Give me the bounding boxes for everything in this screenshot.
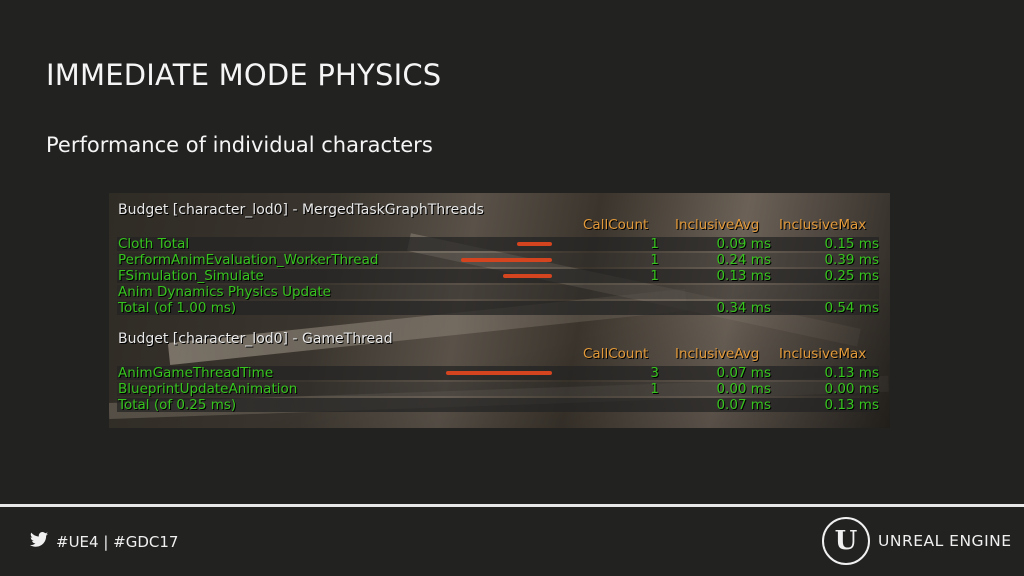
row-avg: 0.24 ms xyxy=(716,252,771,268)
timing-bar xyxy=(445,371,552,375)
row-callcount: 1 xyxy=(650,268,659,284)
brand-name: UNREAL ENGINE xyxy=(878,532,1012,550)
row-name: BlueprintUpdateAnimation xyxy=(118,381,298,397)
panel1-col-callcount: CallCount xyxy=(583,217,649,233)
unreal-logo-icon: U xyxy=(822,517,870,565)
panel2-header: Budget [character_lod0] - GameThread xyxy=(118,331,393,347)
panel2-col-inclusiveavg: InclusiveAvg xyxy=(675,346,760,362)
footer-divider xyxy=(0,504,1024,507)
row-max: 0.54 ms xyxy=(824,300,879,316)
twitter-bird-icon xyxy=(30,532,48,551)
row-max: 0.13 ms xyxy=(824,365,879,381)
panel1-col-inclusivemax: InclusiveMax xyxy=(779,217,867,233)
row-avg: 0.07 ms xyxy=(716,365,771,381)
row-name: Total (of 1.00 ms) xyxy=(118,300,237,316)
panel1-header: Budget [character_lod0] - MergedTaskGrap… xyxy=(118,202,484,218)
row-avg: 0.00 ms xyxy=(716,381,771,397)
row-avg: 0.13 ms xyxy=(716,268,771,284)
table-row xyxy=(117,382,879,396)
row-avg: 0.07 ms xyxy=(716,397,771,413)
row-name: Anim Dynamics Physics Update xyxy=(118,284,331,300)
timing-bar xyxy=(517,242,552,246)
panel2-col-inclusivemax: InclusiveMax xyxy=(779,346,867,362)
slide-subtitle: Performance of individual characters xyxy=(46,133,433,157)
table-row xyxy=(117,301,879,315)
row-avg: 0.34 ms xyxy=(716,300,771,316)
table-row xyxy=(117,285,879,299)
stat-screenshot: Budget [character_lod0] - MergedTaskGrap… xyxy=(109,193,890,428)
row-max: 0.13 ms xyxy=(824,397,879,413)
row-max: 0.25 ms xyxy=(824,268,879,284)
row-callcount: 1 xyxy=(650,252,659,268)
row-name: Cloth Total xyxy=(118,236,190,252)
table-row xyxy=(117,269,879,283)
row-max: 0.39 ms xyxy=(824,252,879,268)
row-max: 0.15 ms xyxy=(824,236,879,252)
table-row xyxy=(117,398,879,412)
hashtags-text: #UE4 | #GDC17 xyxy=(56,532,179,551)
panel1-col-inclusiveavg: InclusiveAvg xyxy=(675,217,760,233)
timing-bar xyxy=(461,258,552,262)
row-callcount: 1 xyxy=(650,381,659,397)
row-callcount: 1 xyxy=(650,236,659,252)
footer-hashtags: #UE4 | #GDC17 xyxy=(30,532,178,551)
row-name: PerformAnimEvaluation_WorkerThread xyxy=(118,252,379,268)
unreal-engine-brand: U UNREAL ENGINE xyxy=(822,517,1012,565)
row-avg: 0.09 ms xyxy=(716,236,771,252)
row-name: AnimGameThreadTime xyxy=(118,365,274,381)
table-row xyxy=(117,237,879,251)
row-name: FSimulation_Simulate xyxy=(118,268,264,284)
row-max: 0.00 ms xyxy=(824,381,879,397)
slide-title: IMMEDIATE MODE PHYSICS xyxy=(46,58,442,92)
row-name: Total (of 0.25 ms) xyxy=(118,397,237,413)
panel2-col-callcount: CallCount xyxy=(583,346,649,362)
timing-bar xyxy=(503,274,552,278)
row-callcount: 3 xyxy=(650,365,659,381)
